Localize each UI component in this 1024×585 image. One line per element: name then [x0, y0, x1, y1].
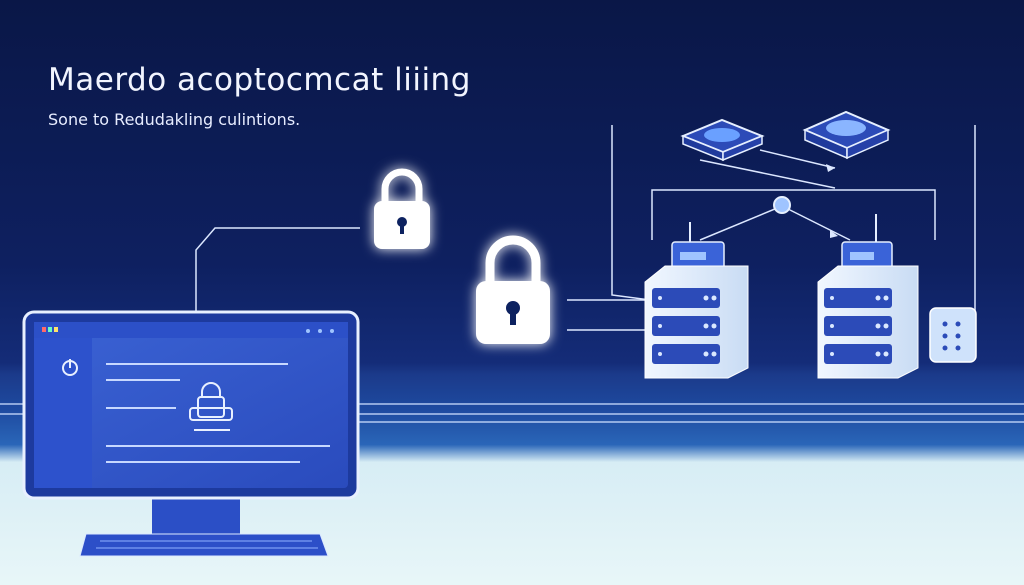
connection-lines	[195, 125, 976, 331]
network-node-icon	[773, 196, 791, 214]
router-icon	[802, 110, 891, 160]
padlock-icon	[374, 168, 430, 249]
padlock-icon	[476, 235, 550, 344]
server-rack	[817, 214, 919, 379]
monitor	[22, 310, 360, 557]
server-rack	[644, 222, 749, 379]
switch-device	[929, 307, 977, 363]
padlock-icon	[189, 382, 233, 431]
subheadline: Sone to Redudakling culintions.	[48, 110, 301, 129]
headline: Maerdo acoptocmcat liiing	[48, 62, 471, 98]
router-icon	[680, 118, 765, 162]
